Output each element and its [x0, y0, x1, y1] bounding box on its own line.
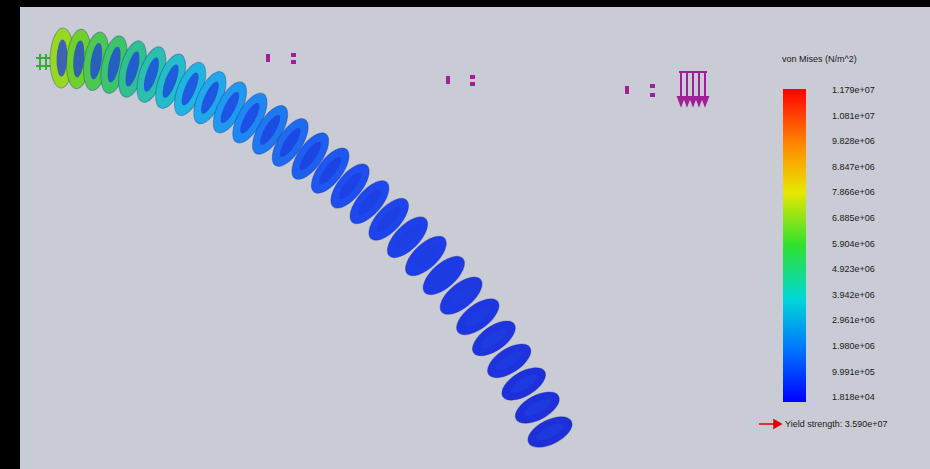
scale-value: 1.980e+06: [832, 341, 875, 352]
scale-value: 1.179e+07: [832, 85, 875, 96]
scale-value: 1.081e+07: [832, 111, 875, 122]
force-arrows: [678, 72, 708, 105]
scale-value: 8.847e+06: [832, 162, 875, 173]
scale-value: 5.904e+06: [832, 239, 875, 250]
scale-value: 6.885e+06: [832, 213, 875, 224]
scale-value: 7.866e+06: [832, 187, 875, 198]
scale-value: 1.818e+04: [832, 392, 875, 403]
yield-note: Yield strength: 3.590e+07: [785, 419, 888, 430]
color-bar: [783, 89, 806, 402]
scale-value: 2.961e+06: [832, 315, 875, 326]
scale-value: 3.942e+06: [832, 290, 875, 301]
scale-value: 9.991e+05: [832, 367, 875, 378]
coil-turn: [523, 410, 577, 453]
scale-value: 4.923e+06: [832, 264, 875, 275]
spring-coils: [49, 28, 577, 454]
scale-value: 9.828e+06: [832, 136, 875, 147]
legend-title: von Mises (N/m^2): [782, 54, 857, 65]
yield-arrow: [759, 420, 781, 428]
load-markers: [266, 53, 655, 97]
